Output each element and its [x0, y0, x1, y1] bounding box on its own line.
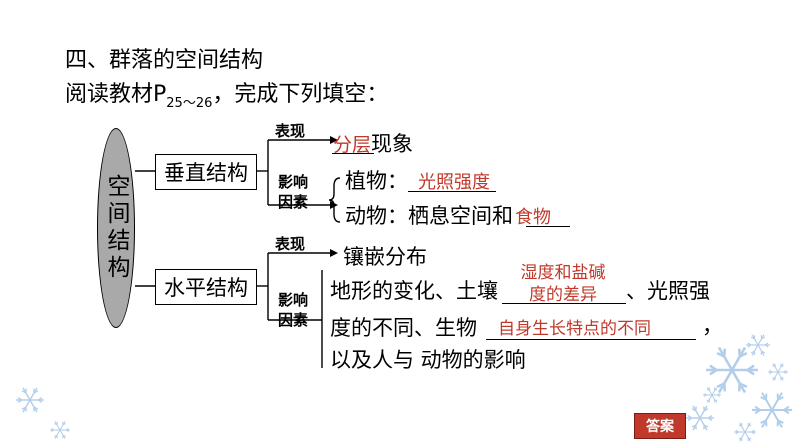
- layering-answer: 分层: [333, 134, 372, 156]
- vertical-manifest-line: 分层现象: [333, 128, 413, 158]
- horizontal-factor-label: 影响 因素: [278, 290, 308, 330]
- soil-answer-line1: 湿度和盐碱: [520, 263, 606, 283]
- plant-answer: 光照强度: [418, 172, 490, 193]
- vertical-factor-label: 影响 因素: [278, 172, 308, 212]
- mosaic-distribution-text: 镶嵌分布: [343, 245, 427, 269]
- plant-line: 植物： 光照强度: [345, 165, 490, 195]
- factor-line1-suffix: 、光照强: [626, 279, 710, 303]
- factor-line2-prefix: 度的不同、生物: [330, 316, 477, 340]
- vertical-structure-label: 垂直结构: [164, 161, 248, 185]
- horizontal-factor-label-line1: 影响: [278, 291, 309, 309]
- horizontal-structure-box: 水平结构: [155, 269, 257, 305]
- soil-answer: 湿度和盐碱 度的差异: [508, 262, 618, 306]
- vertical-manifest-text: 现象: [371, 132, 414, 156]
- horizontal-manifest-label: 表现: [275, 235, 306, 253]
- vertical-factor-label-line1: 影响: [278, 173, 309, 191]
- soil-answer-line2: 度的差异: [529, 285, 597, 305]
- horizontal-structure-label: 水平结构: [164, 276, 248, 300]
- factor-line1-prefix: 地形的变化、土壤: [330, 279, 498, 303]
- animal-prefix: 动物：栖息空间和: [345, 204, 513, 228]
- section-heading: 四、群落的空间结构: [65, 48, 264, 73]
- animal-line: 动物：栖息空间和食物: [345, 200, 551, 230]
- layering-answer-underline: [332, 153, 374, 154]
- answer-button[interactable]: 答案: [634, 413, 686, 439]
- vertical-structure-box: 垂直结构: [155, 154, 257, 190]
- animal-answer-underline: [526, 226, 570, 227]
- animal-answer: 食物: [515, 207, 551, 228]
- plant-prefix: 植物：: [345, 169, 408, 193]
- soil-answer-underline: [502, 303, 626, 304]
- root-node: 空间结构: [97, 128, 135, 328]
- organism-answer: 自身生长特点的不同: [498, 319, 651, 339]
- root-label: 空间结构: [103, 174, 129, 282]
- plant-answer-underline: [408, 191, 496, 192]
- instruction-suffix: ，完成下列填空：: [212, 82, 389, 107]
- factor-line3: 以及人与 动物的影响: [330, 348, 526, 372]
- factor-line2-suffix: ，: [702, 314, 723, 338]
- vertical-factor-label-line2: 因素: [278, 193, 309, 211]
- instruction-prefix: 阅读教材P: [65, 82, 167, 107]
- vertical-manifest-label: 表现: [275, 122, 306, 140]
- instruction-subscript: 25～26: [166, 96, 213, 111]
- organism-answer-underline: [486, 339, 696, 340]
- reading-instruction: 阅读教材P25～26，完成下列填空：: [65, 76, 388, 111]
- horizontal-factor-label-line2: 因素: [278, 311, 309, 329]
